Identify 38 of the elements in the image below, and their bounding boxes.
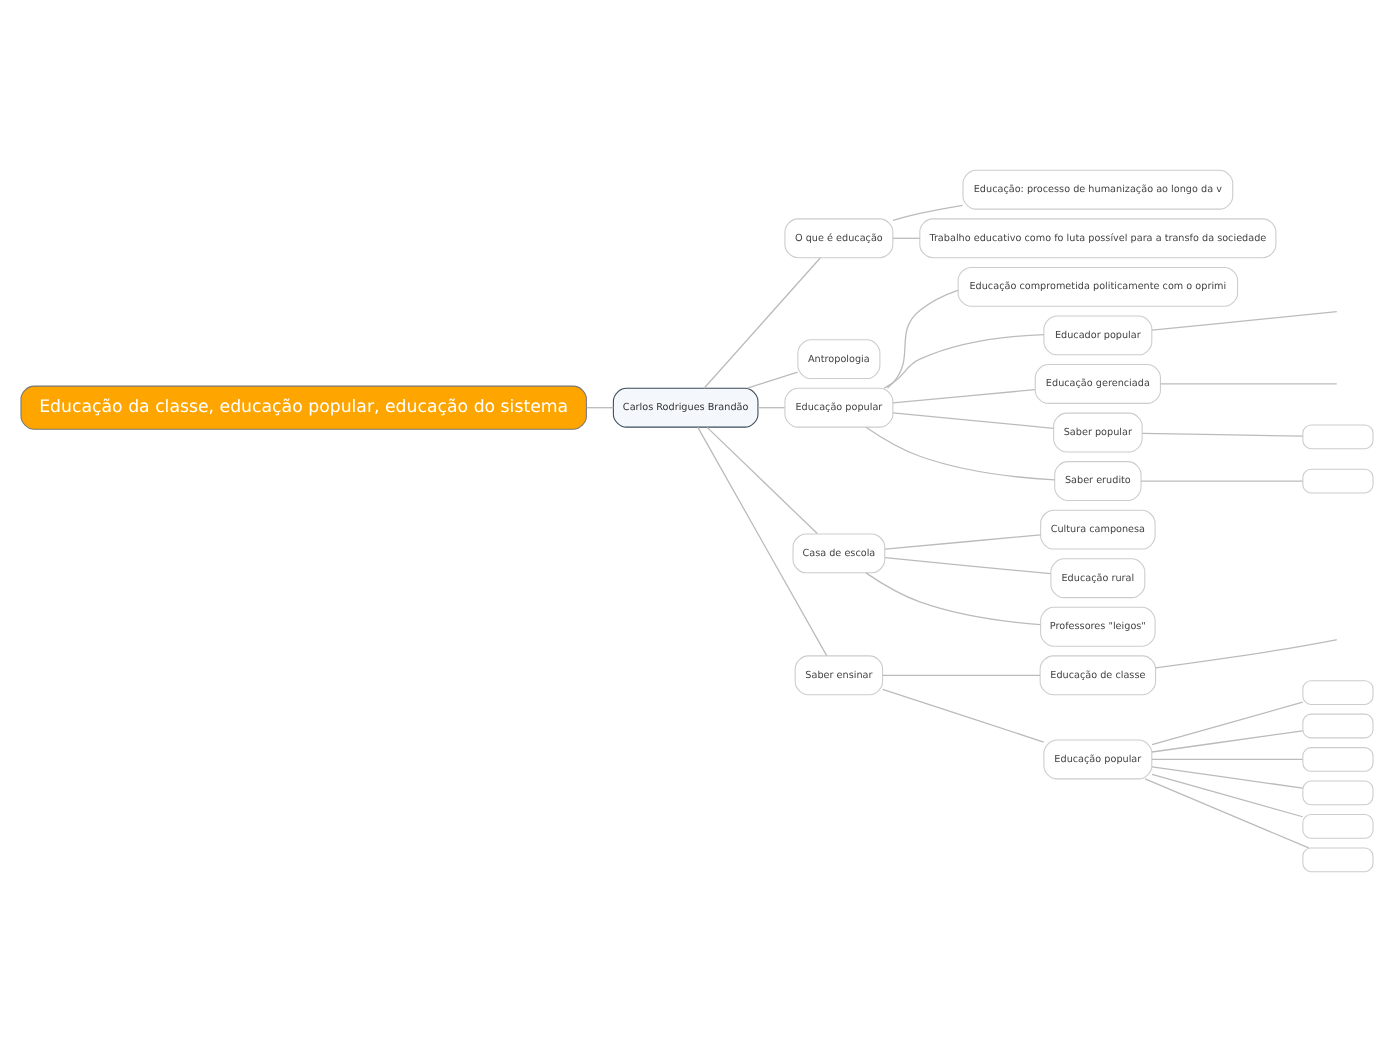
connector [757, 406, 786, 408]
connector [884, 533, 1042, 549]
node-box [1302, 746, 1374, 771]
node-box [1302, 467, 1374, 493]
node-box [1302, 679, 1374, 704]
connector [706, 425, 818, 534]
connector [1151, 757, 1304, 760]
connector [1151, 765, 1304, 788]
connector [882, 687, 1045, 742]
connector [1151, 772, 1304, 817]
connector [746, 370, 799, 388]
node-box [1302, 779, 1374, 805]
connector [865, 571, 1042, 625]
connector [883, 332, 1045, 388]
node-box: Educação da classe, educação popular, educação do sistema [20, 384, 587, 429]
connector [1154, 638, 1338, 668]
connector [886, 288, 959, 388]
connector [697, 425, 828, 656]
connector [1151, 700, 1304, 745]
node-box [1302, 423, 1374, 449]
node-box [1302, 812, 1374, 838]
node-box [1302, 846, 1374, 872]
connector [882, 673, 1041, 675]
connector [586, 406, 614, 408]
connector [892, 411, 1054, 428]
connector [1140, 479, 1304, 481]
connector [892, 203, 964, 221]
connector [1151, 729, 1304, 752]
connector [1159, 382, 1338, 384]
connector [865, 425, 1056, 480]
node-box [1302, 712, 1374, 738]
connector [892, 388, 1036, 403]
connector [703, 256, 821, 388]
connector [1151, 310, 1338, 330]
connector [884, 556, 1052, 574]
connector [892, 236, 921, 238]
connector [1141, 431, 1304, 436]
connector [1144, 777, 1310, 848]
